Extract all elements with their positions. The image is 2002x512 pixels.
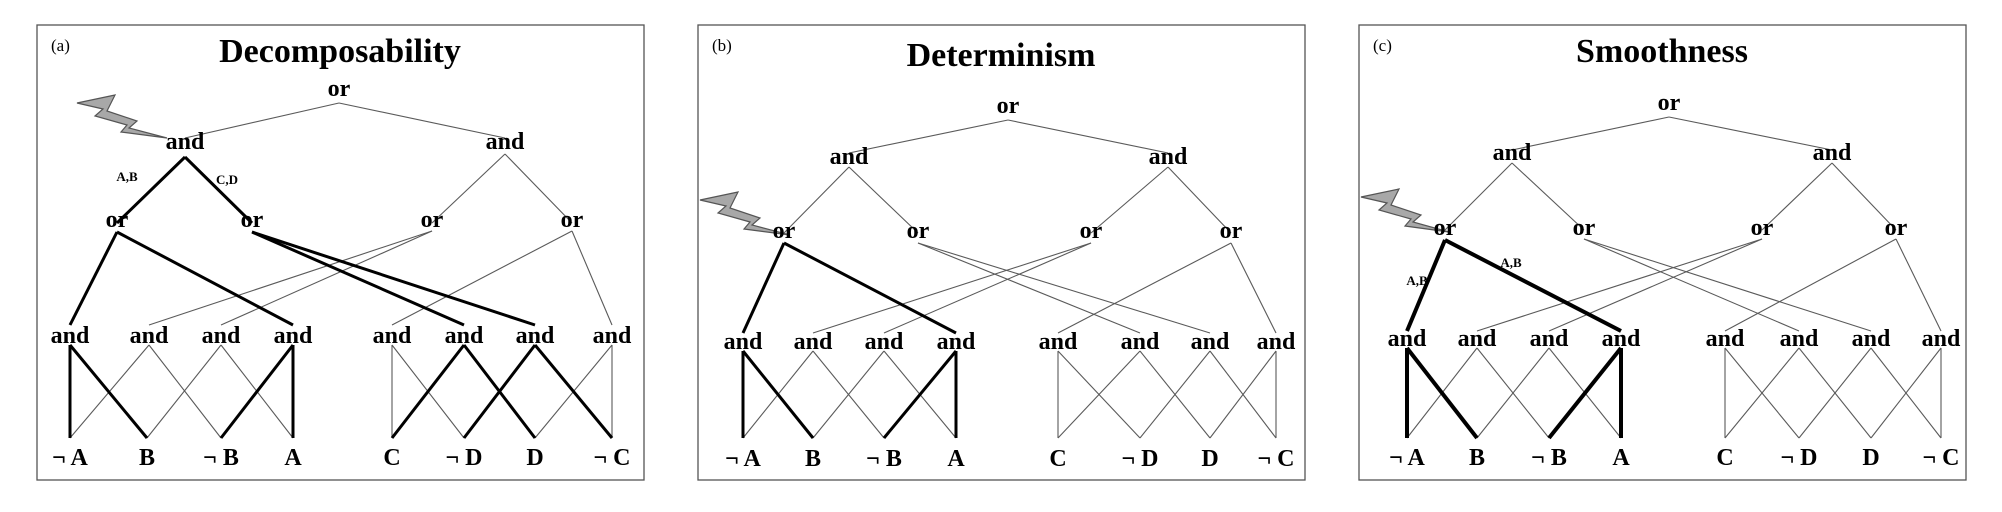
leaf-literal: ¬ A	[1389, 445, 1425, 471]
level3-node: and	[865, 329, 904, 355]
leaf-literal: D	[1862, 445, 1879, 471]
panel-title: Decomposability	[219, 33, 461, 70]
leaf-literal: B	[139, 445, 155, 471]
level2-node: or	[1220, 218, 1243, 244]
panel-title: Smoothness	[1576, 33, 1748, 70]
panel-title: Determinism	[907, 37, 1096, 74]
level3-node: and	[794, 329, 833, 355]
level3-node: and	[1602, 326, 1641, 352]
leaf-literal: B	[1469, 445, 1485, 471]
leaf-literal: ¬ D	[1121, 446, 1158, 472]
level3-node: and	[593, 323, 632, 349]
level3-node: and	[1257, 329, 1296, 355]
level2-node: or	[241, 207, 264, 233]
lightning-icon	[1360, 188, 1450, 233]
level3-node: and	[445, 323, 484, 349]
level3-node: and	[1458, 326, 1497, 352]
leaf-literal: ¬ A	[725, 446, 761, 472]
level3-node: and	[724, 329, 763, 355]
level3-node: and	[51, 323, 90, 349]
leaf-literal: ¬ C	[1922, 445, 1959, 471]
level3-node: and	[1121, 329, 1160, 355]
level3-node: and	[1780, 326, 1819, 352]
level3-node: and	[1852, 326, 1891, 352]
panel-frame	[1358, 24, 1967, 481]
level2-node: or	[106, 207, 129, 233]
leaf-literal: B	[805, 446, 821, 472]
edge-label: A,B	[1500, 255, 1522, 270]
bold-edges	[68, 155, 614, 439]
leaf-literal: ¬ D	[1780, 445, 1817, 471]
level2-node: or	[1434, 215, 1457, 241]
level3-node: and	[1039, 329, 1078, 355]
level3-node: and	[202, 323, 241, 349]
panel-frame	[36, 24, 645, 481]
level1-node: and	[1493, 140, 1532, 166]
leaf-literal: A	[1612, 445, 1630, 471]
leaf-literal: A	[284, 445, 302, 471]
bold-edges	[741, 241, 958, 439]
level2-node: or	[1751, 215, 1774, 241]
level3-node: and	[1191, 329, 1230, 355]
leaf-literal: ¬ A	[52, 445, 88, 471]
level1-node: and	[1813, 140, 1852, 166]
root-node: or	[997, 93, 1020, 119]
root-node: or	[1658, 90, 1681, 116]
level2-node: or	[773, 218, 796, 244]
leaf-literal: D	[1201, 446, 1218, 472]
level3-node: and	[130, 323, 169, 349]
level1-node: and	[1149, 144, 1188, 170]
level1-node: and	[830, 144, 869, 170]
level2-node: or	[1573, 215, 1596, 241]
panel-decomposability: (a) Decomposability	[36, 24, 645, 481]
leaf-literal: ¬ B	[203, 445, 239, 471]
lightning-icon	[76, 94, 168, 139]
level3-node: and	[373, 323, 412, 349]
panel-label: (b)	[712, 36, 732, 55]
level1-node: and	[486, 129, 525, 155]
leaf-literal: ¬ B	[866, 446, 902, 472]
leaf-literal: ¬ B	[1531, 445, 1567, 471]
level3-node: and	[1706, 326, 1745, 352]
level1-node: and	[166, 129, 205, 155]
lightning-icon	[699, 191, 791, 236]
thin-edges	[742, 119, 1277, 439]
panel-label: (a)	[51, 36, 70, 55]
level2-node: or	[1080, 218, 1103, 244]
leaf-literal: C	[1716, 445, 1733, 471]
leaf-literal: ¬ D	[445, 445, 482, 471]
leaf-literal: C	[1049, 446, 1066, 472]
leaf-literal: ¬ C	[1257, 446, 1294, 472]
level2-node: or	[421, 207, 444, 233]
level3-node: and	[937, 329, 976, 355]
edge-label: A,B	[1406, 273, 1428, 288]
root-node: or	[328, 76, 351, 102]
level3-node: and	[516, 323, 555, 349]
thin-edges	[1406, 116, 1942, 439]
edge-label: C,D	[216, 172, 238, 187]
panel-label: (c)	[1373, 36, 1392, 55]
leaf-literal: D	[526, 445, 543, 471]
panel-smoothness: (c) Smoothness	[1358, 24, 1967, 481]
level3-node: and	[1922, 326, 1961, 352]
level3-node: and	[1388, 326, 1427, 352]
bold-edges	[1405, 238, 1623, 440]
edge-label: A,B	[116, 169, 138, 184]
level2-node: or	[561, 207, 584, 233]
leaf-literal: ¬ C	[593, 445, 630, 471]
level3-node: and	[274, 323, 313, 349]
leaf-literal: A	[947, 446, 965, 472]
level3-node: and	[1530, 326, 1569, 352]
leaf-literal: C	[383, 445, 400, 471]
level2-node: or	[907, 218, 930, 244]
panel-determinism: (b) Determinism	[697, 24, 1306, 481]
level2-node: or	[1885, 215, 1908, 241]
